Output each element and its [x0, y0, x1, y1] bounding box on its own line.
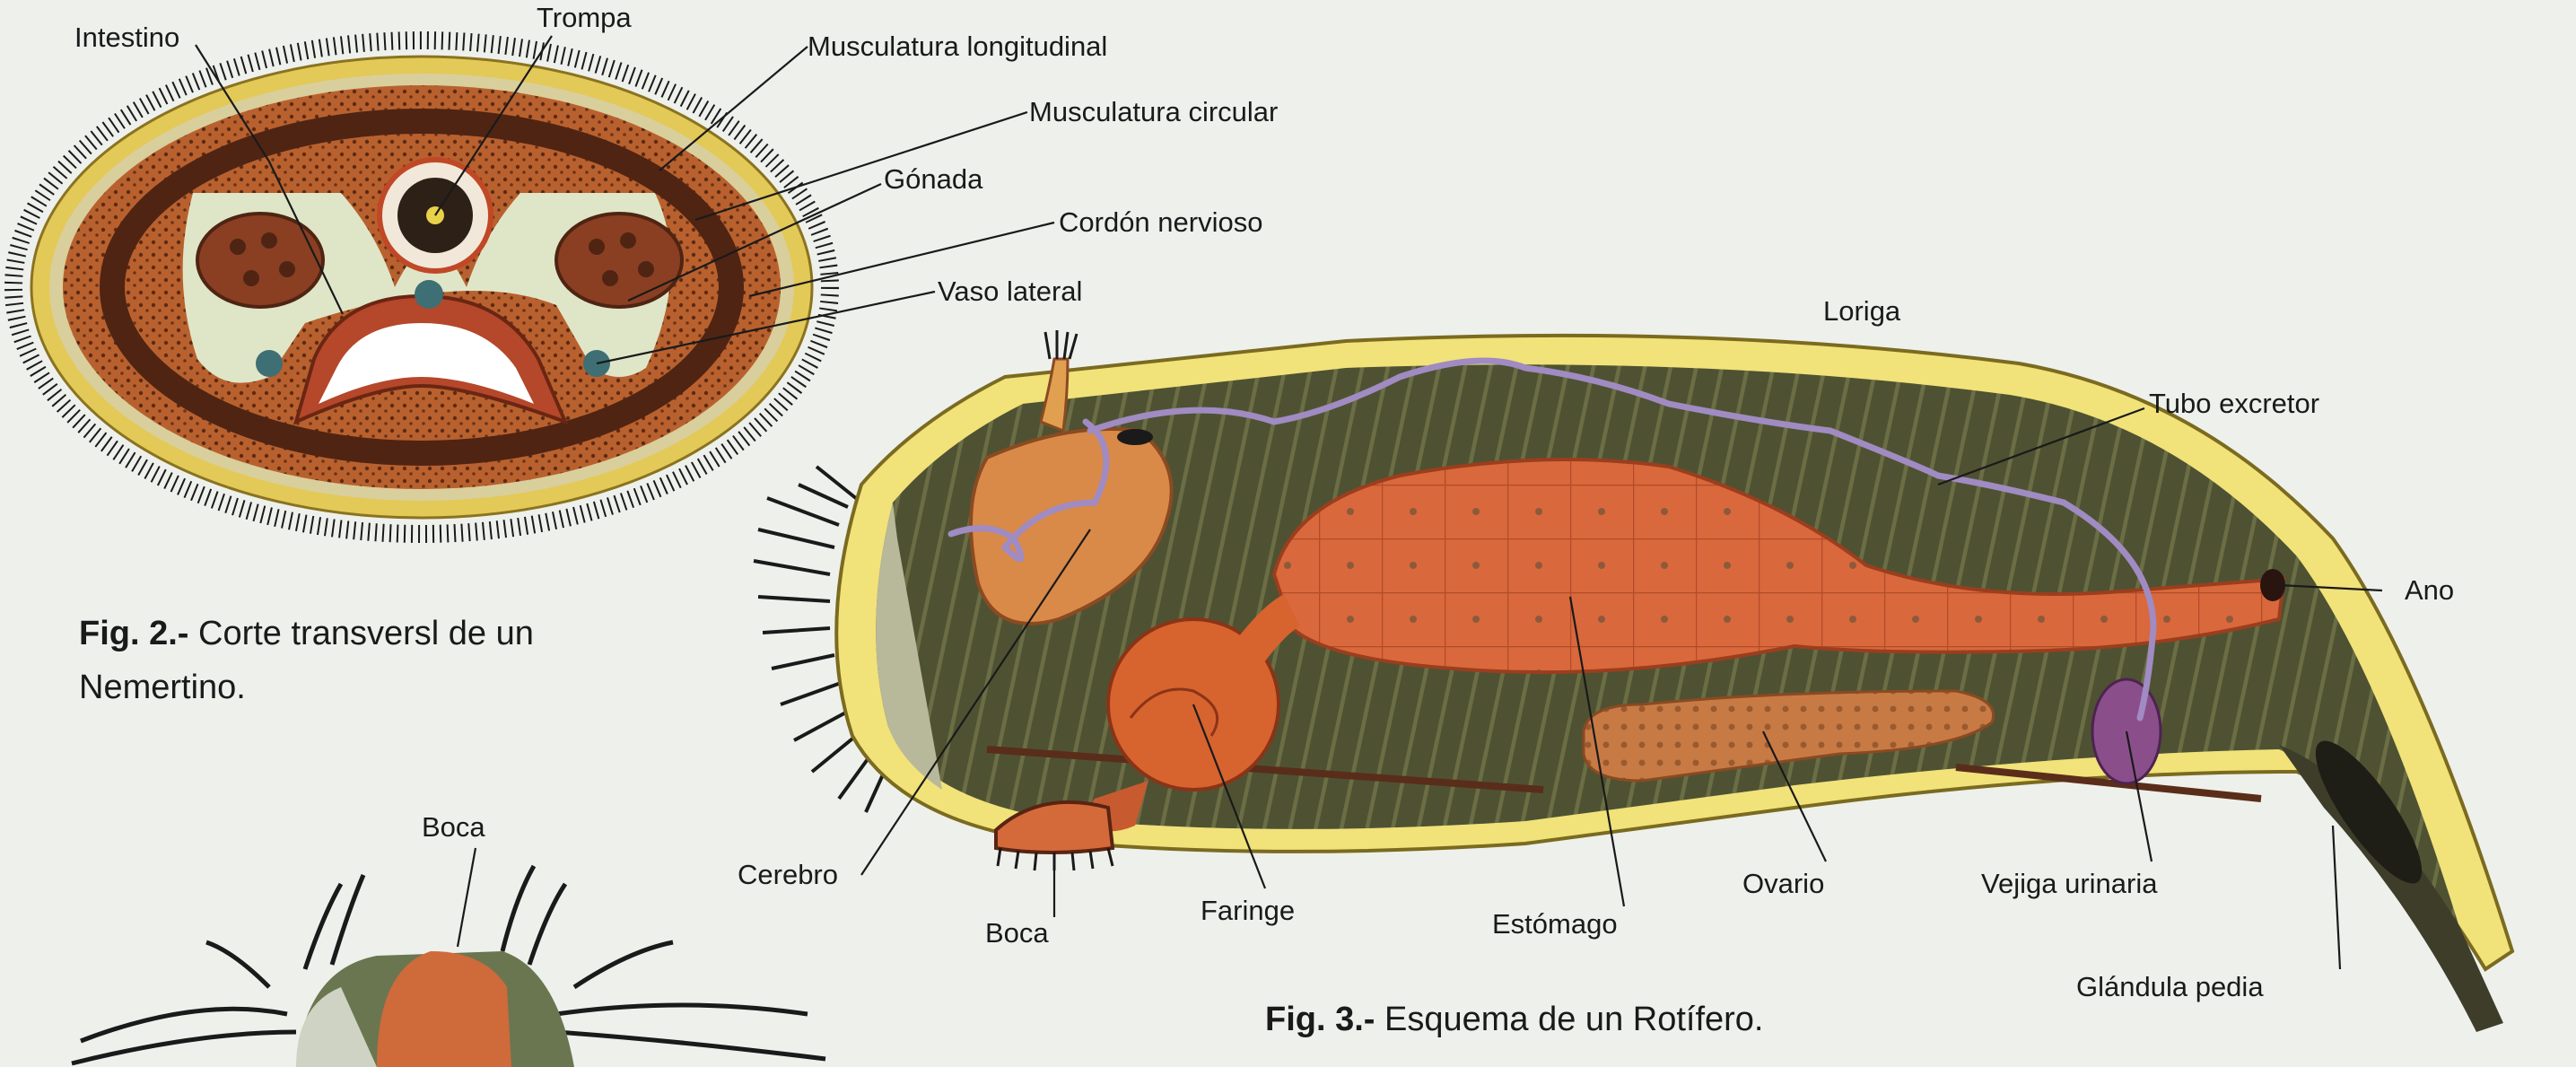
label-ano: Ano [2405, 574, 2454, 606]
fig2-caption: Fig. 2.- Corte transversl de un [79, 615, 534, 652]
label-loriga: Loriga [1823, 295, 1901, 327]
label-estomago: Estómago [1492, 908, 1618, 940]
fig3-caption: Fig. 3.- Esquema de un Rotífero. [1265, 1001, 1763, 1038]
nemertine-cross-section [13, 40, 830, 534]
label-faringe: Faringe [1201, 895, 1295, 926]
label-ovario: Ovario [1742, 868, 1824, 899]
label-boca: Boca [985, 917, 1049, 949]
label-cerebro: Cerebro [738, 859, 838, 890]
lateral-vessel-left [256, 350, 283, 377]
fig2-caption-line2: Nemertino. [79, 669, 246, 706]
gonad-right [556, 214, 682, 307]
label-gonada: Gónada [884, 163, 983, 195]
label-cordon-nervioso: Cordón nervioso [1059, 206, 1262, 238]
label-vaso-lateral: Vaso lateral [938, 275, 1082, 307]
label-glandula-pedia: Glándula pedia [2076, 971, 2264, 1002]
label-musculatura-circular: Musculatura circular [1029, 96, 1278, 127]
dorsal-vessel [415, 280, 443, 309]
label-musculatura-longitudinal: Musculatura longitudinal [808, 31, 1107, 62]
label-tubo-excretor: Tubo excretor [2149, 388, 2319, 419]
partial-organism-fig4 [72, 866, 825, 1067]
label-trompa: Trompa [537, 2, 632, 33]
gonad-left [197, 214, 323, 307]
label-boca-fig4: Boca [422, 811, 485, 843]
label-intestino: Intestino [74, 22, 179, 53]
label-vejiga-urinaria: Vejiga urinaria [1981, 868, 2158, 899]
